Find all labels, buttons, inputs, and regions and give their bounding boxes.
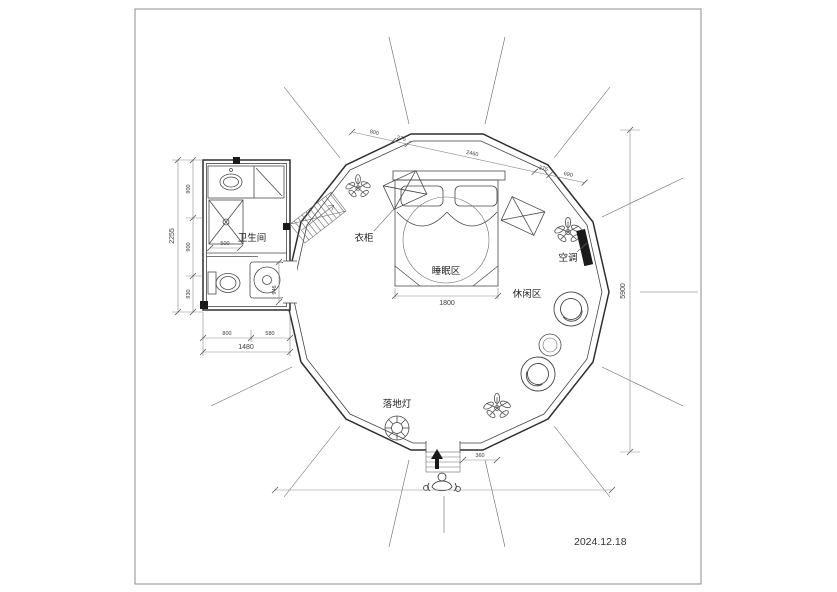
floor-lamp-label: 落地灯 bbox=[383, 398, 412, 410]
wardrobe-right bbox=[500, 196, 546, 236]
bathroom-label: 卫生间 bbox=[238, 232, 267, 244]
column bbox=[200, 301, 208, 309]
air-conditioner-unit bbox=[576, 229, 594, 267]
duvet-swag bbox=[396, 211, 448, 227]
dim-bed-width: 1800 bbox=[439, 300, 455, 307]
drawing-border bbox=[134, 8, 702, 585]
dim-bath-bottom-seg1: 800 bbox=[222, 331, 231, 337]
wardrobe-leader-line bbox=[373, 208, 395, 232]
pillow bbox=[400, 185, 444, 207]
column bbox=[233, 157, 240, 164]
dim-shower-width: 500 bbox=[220, 241, 229, 247]
entry-stairs bbox=[289, 191, 347, 244]
door-opening bbox=[426, 440, 460, 454]
bed-frame bbox=[394, 179, 499, 287]
date-text: 2024.12.18 bbox=[574, 536, 627, 548]
leisure-furniture bbox=[513, 286, 594, 399]
ac-leader-line bbox=[576, 242, 588, 253]
roof-spoke-lines bbox=[210, 36, 698, 548]
column bbox=[283, 223, 290, 230]
bathroom-door-opening bbox=[283, 261, 297, 303]
dim-bath-bottom-seg2: 580 bbox=[265, 331, 274, 337]
wardrobe-label: 衣柜 bbox=[354, 232, 374, 244]
side-table-inner bbox=[542, 337, 558, 353]
dim-top-seg3: 2460 bbox=[466, 150, 479, 158]
dim-plan-height-total: 5900 bbox=[620, 283, 627, 299]
entry-steps bbox=[425, 451, 461, 473]
tent-room-walls bbox=[284, 133, 610, 451]
bathroom-inner-wall bbox=[206, 163, 287, 307]
dim-top-seg4: 275 bbox=[538, 165, 548, 173]
dim-left-total: 2255 bbox=[169, 228, 176, 244]
bed bbox=[392, 170, 506, 287]
sleeping-area-label: 睡眠区 bbox=[432, 265, 461, 277]
dim-bath-door-height: 946 bbox=[272, 285, 278, 294]
entrance bbox=[423, 440, 461, 533]
bathroom bbox=[200, 157, 297, 311]
blanket-fold bbox=[472, 265, 499, 287]
toilet bbox=[207, 271, 241, 295]
side-table bbox=[538, 333, 562, 357]
person-figure bbox=[423, 472, 461, 492]
blanket-fold bbox=[394, 265, 421, 287]
dim-top-seg5: 690 bbox=[563, 171, 573, 179]
dim-top-seg2: 275 bbox=[396, 135, 406, 143]
dim-left-seg1: 900 bbox=[186, 184, 192, 193]
dimensions: 900 900 930 2255 500 800 580 1480 946 59… bbox=[169, 126, 640, 494]
leisure-area-label: 休闲区 bbox=[513, 288, 542, 300]
left-dim-chain bbox=[172, 159, 203, 313]
air-conditioner-label: 空调 bbox=[558, 252, 577, 264]
room-labels: 卫生间 衣柜 睡眠区 休闲区 空调 落地灯 bbox=[238, 208, 588, 410]
pillow bbox=[454, 185, 498, 207]
bath-bottom-dim-chain bbox=[202, 312, 291, 356]
entrance-arrow-icon bbox=[431, 449, 443, 469]
dim-bath-bottom-total: 1480 bbox=[238, 344, 254, 351]
round-duvet bbox=[402, 196, 490, 284]
duvet-swag bbox=[446, 211, 498, 227]
bed-dim bbox=[394, 288, 499, 299]
shower-tray bbox=[208, 199, 244, 245]
top-dim-chain-line bbox=[351, 131, 585, 183]
wardrobe-left bbox=[382, 170, 428, 210]
floor-lamp-symbol bbox=[384, 415, 410, 441]
dim-left-seg3: 930 bbox=[186, 289, 192, 298]
dim-left-seg2: 900 bbox=[186, 242, 192, 251]
dim-entrance-step: 360 bbox=[475, 453, 484, 459]
dim-top-seg1: 800 bbox=[369, 129, 379, 137]
vanity-sink bbox=[207, 165, 285, 199]
inner-wall bbox=[291, 140, 603, 444]
bathroom-outer-wall bbox=[202, 159, 291, 311]
outer-wall bbox=[284, 133, 610, 451]
